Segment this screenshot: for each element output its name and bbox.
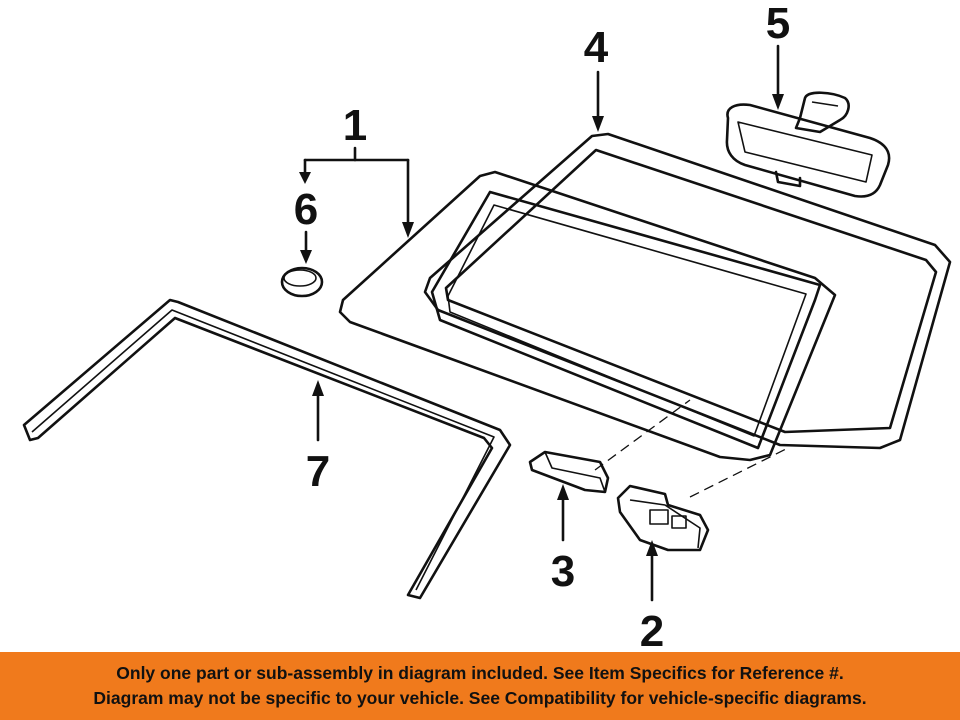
callout-label-7: 7 bbox=[306, 447, 330, 496]
callout-6: 6 bbox=[294, 185, 318, 264]
disclaimer-banner: Only one part or sub-assembly in diagram… bbox=[0, 652, 960, 720]
callout-label-2: 2 bbox=[640, 607, 664, 652]
callout-label-1: 1 bbox=[343, 101, 367, 150]
callout-5: 5 bbox=[766, 0, 790, 110]
callout-7: 7 bbox=[306, 380, 330, 496]
callout-label-4: 4 bbox=[584, 23, 609, 72]
rain-sensor-part bbox=[616, 484, 710, 552]
reveal-molding-part bbox=[22, 298, 512, 600]
leader-line bbox=[594, 399, 691, 471]
mirror-mount-button-part bbox=[280, 266, 324, 298]
callout-label-6: 6 bbox=[294, 185, 318, 234]
windshield-molding-part bbox=[423, 132, 952, 450]
rear-view-mirror-part bbox=[725, 91, 891, 198]
parts-diagram: 1 6 4 5 7 3 2 bbox=[22, 0, 952, 652]
sensor-cover-part bbox=[528, 450, 610, 494]
callout-label-5: 5 bbox=[766, 0, 790, 48]
callout-2: 2 bbox=[640, 540, 664, 652]
disclaimer-line-1: Only one part or sub-assembly in diagram… bbox=[116, 663, 844, 683]
windshield-glass-part bbox=[338, 170, 837, 462]
disclaimer-line-2: Diagram may not be specific to your vehi… bbox=[93, 688, 867, 708]
callout-1: 1 bbox=[299, 101, 414, 238]
callout-label-3: 3 bbox=[551, 547, 575, 596]
callout-3: 3 bbox=[551, 484, 575, 596]
callout-4: 4 bbox=[584, 23, 609, 132]
leader-line bbox=[689, 446, 791, 498]
